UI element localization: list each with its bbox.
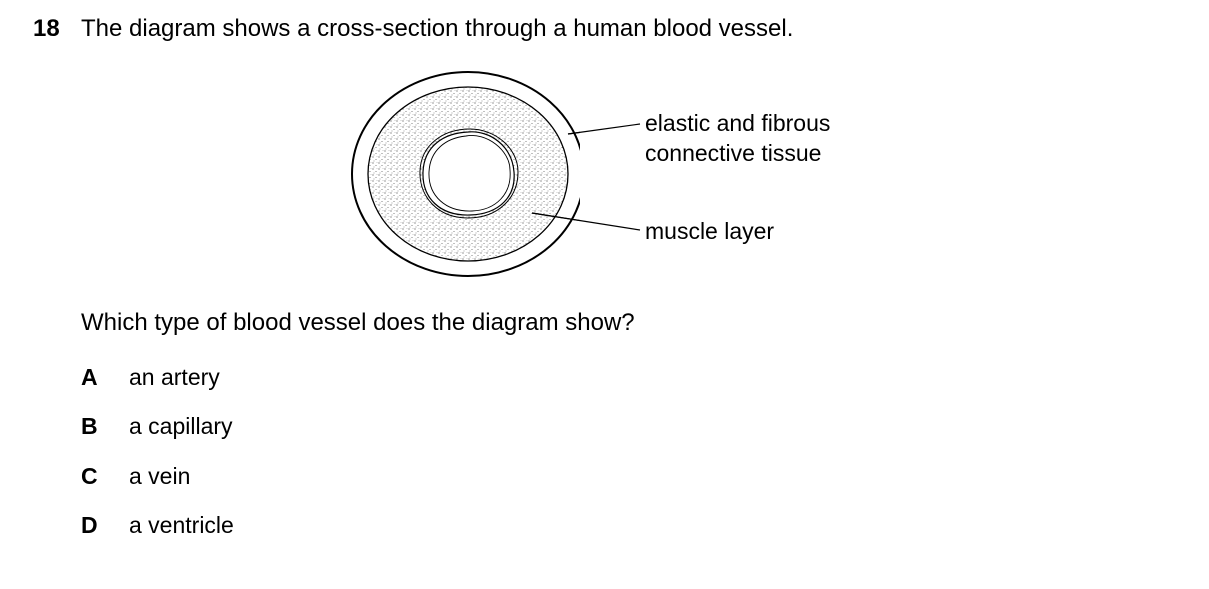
question-number: 18 bbox=[33, 15, 60, 42]
option-letter: B bbox=[81, 413, 98, 439]
inner-lining bbox=[419, 128, 519, 219]
option-letter: D bbox=[81, 512, 98, 538]
label-elastic-line1: elastic and fibrous bbox=[645, 110, 831, 136]
blood-vessel-cross-section bbox=[351, 71, 580, 277]
option-text: a vein bbox=[129, 463, 191, 489]
option-letter: C bbox=[81, 463, 98, 489]
label-elastic-fibrous-tissue: elastic and fibrous connective tissue bbox=[645, 108, 830, 168]
option-letter: A bbox=[81, 364, 98, 390]
lumen bbox=[422, 131, 515, 216]
question-prompt: Which type of blood vessel does the diag… bbox=[81, 309, 635, 336]
option-text: a capillary bbox=[129, 413, 233, 439]
question-stem: The diagram shows a cross-section throug… bbox=[81, 15, 794, 42]
inner-lining-wave bbox=[428, 135, 511, 212]
option-text: an artery bbox=[129, 364, 220, 390]
option-text: a ventricle bbox=[129, 512, 234, 538]
label-muscle-layer: muscle layer bbox=[645, 218, 775, 244]
label-elastic-line2: connective tissue bbox=[645, 140, 822, 166]
